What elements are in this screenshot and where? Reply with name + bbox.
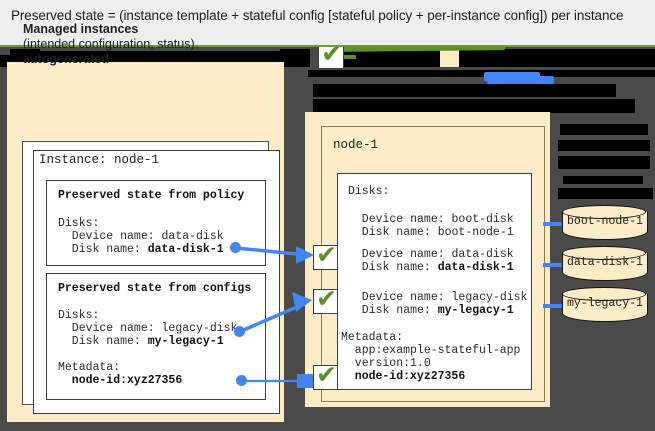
connector-dot-metadata: [236, 375, 247, 386]
disk-boot-node-1[interactable]: boot-node-1: [562, 205, 648, 242]
node-label: node-1: [333, 138, 379, 152]
node-metadata-label: Metadata:: [341, 331, 404, 344]
check-icon: ✔: [316, 360, 337, 389]
disk-my-legacy-1[interactable]: my-legacy-1: [562, 287, 648, 324]
disk-link-boot: [543, 222, 565, 226]
node-metadata-version: version:1.0: [341, 357, 431, 370]
arrow-head-data-disk: [296, 246, 314, 264]
node-data-disk-prefix: Disk name:: [348, 261, 438, 274]
policy-disks-label: Disks:: [58, 217, 100, 230]
node-data-disk-value: data-disk-1: [437, 261, 514, 274]
disk-top: [562, 287, 646, 301]
policy-disk-name-prefix: Disk name:: [58, 243, 148, 256]
node-legacy-disk-value: my-legacy-1: [437, 304, 514, 317]
node-boot-disk: Disk name: boot-node-1: [348, 226, 514, 239]
node-details-box: [337, 173, 532, 390]
preserved-state-configs-box: [46, 273, 266, 400]
configs-metadata-value: node-id:xyz27356: [58, 374, 183, 387]
configs-disk-name: Disk name: my-legacy-1: [58, 335, 224, 349]
node-legacy-disk-prefix: Disk name:: [348, 304, 438, 317]
configs-metadata-label: Metadata:: [58, 361, 121, 374]
node-legacy-disk: Disk name: my-legacy-1: [348, 304, 514, 318]
preserved-state-policy-box: [46, 180, 266, 266]
disk-data-disk-1[interactable]: data-disk-1: [562, 246, 648, 283]
redaction-bar: [558, 188, 653, 199]
connector-dot-legacy-disk: [234, 326, 245, 337]
policy-device-name: Device name: data-disk: [58, 230, 224, 243]
check-icon: ✔: [316, 284, 337, 313]
node-legacy-device: Device name: legacy-disk: [348, 291, 528, 304]
redaction-notch: [0, 49, 10, 55]
title-line-2: (intended configuration, status): [23, 37, 195, 51]
green-divider: [0, 45, 655, 47]
policy-disk-name: Disk name: data-disk-1: [58, 243, 224, 257]
check-icon: ✔: [321, 39, 343, 69]
checkbox-data-disk[interactable]: [313, 245, 338, 270]
node-data-device: Device name: data-disk: [348, 248, 514, 261]
beige-chip: [440, 49, 459, 67]
connector-dot-data-disk: [230, 242, 241, 253]
green-highlight-stroke: [336, 55, 356, 59]
redaction-bar: [313, 99, 635, 113]
node-data-disk: Disk name: data-disk-1: [348, 261, 514, 275]
disk-top: [562, 205, 646, 219]
disk-link-data: [543, 263, 565, 267]
blue-scribble: [487, 76, 554, 84]
header-band: [0, 0, 655, 45]
redaction-bar: [558, 140, 650, 151]
check-icon: ✔: [316, 240, 337, 269]
node-boot-device: Device name: boot-disk: [348, 213, 514, 226]
redaction-bar: [560, 124, 648, 135]
redaction-bar: [334, 49, 440, 67]
page-title: Preserved state = (instance template + s…: [11, 8, 624, 23]
connector-line-data-disk: [235, 246, 307, 257]
redaction-bar: [563, 176, 643, 184]
configs-device-name: Device name: legacy-disk: [58, 322, 238, 335]
checkbox-legacy-disk[interactable]: [313, 289, 338, 314]
disk-label: boot-node-1: [567, 215, 643, 228]
disk-link-legacy: [543, 304, 565, 308]
connector-line-legacy-disk: [238, 301, 307, 334]
redaction-gap: [40, 47, 280, 51]
arrow-head-legacy-disk: [292, 292, 312, 312]
redaction-bar: [313, 84, 616, 97]
policy-disk-name-value: data-disk-1: [147, 243, 224, 256]
title-line-3: autogenerated: [23, 52, 110, 66]
arrow-head-metadata: [297, 374, 313, 388]
title-line-1: Managed instances: [23, 22, 139, 36]
configs-box-title: Preserved state from configs: [58, 282, 252, 295]
configs-disks-label: Disks:: [58, 309, 100, 322]
node-metadata-app: app:example-stateful-app: [341, 344, 521, 357]
redaction-bar: [558, 156, 650, 169]
redaction-bar: [308, 70, 655, 77]
redaction-bar: [458, 49, 655, 67]
instance-label: Instance: node-1: [39, 153, 160, 167]
checkbox-metadata[interactable]: [313, 365, 338, 390]
policy-box-title: Preserved state from policy: [58, 189, 245, 202]
disk-label: data-disk-1: [567, 256, 643, 269]
disk-top: [562, 246, 646, 260]
node-disks-label: Disks:: [348, 185, 390, 198]
managed-instances-title: Managed instances (intended configuratio…: [23, 22, 263, 67]
configs-disk-name-prefix: Disk name:: [58, 335, 148, 348]
disk-label: my-legacy-1: [567, 297, 643, 310]
configs-disk-name-value: my-legacy-1: [147, 335, 224, 348]
node-metadata-nodeid: node-id:xyz27356: [341, 370, 466, 383]
